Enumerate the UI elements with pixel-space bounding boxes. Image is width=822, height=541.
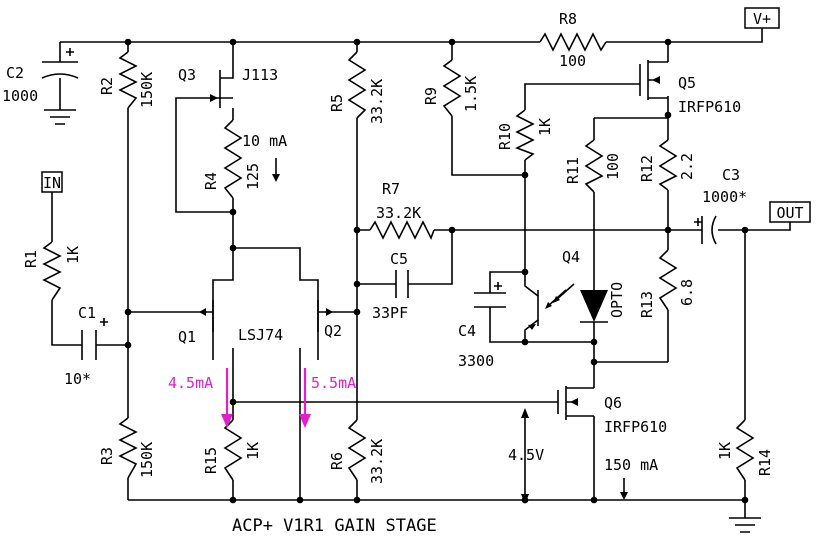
- capacitor-C3: [694, 215, 717, 245]
- current-arrow-q6: [620, 478, 628, 500]
- resistor-R13: [658, 249, 678, 311]
- current-arrow-q3: [272, 158, 280, 182]
- resistor-R15: [223, 412, 243, 481]
- label-R2-ref: R2: [98, 77, 116, 95]
- port-out-label: OUT: [776, 204, 803, 222]
- resistor-R12: [658, 139, 678, 191]
- label-q3-current: 10 mA: [242, 132, 287, 150]
- label-bias-voltage: 4.5V: [508, 446, 544, 464]
- port-out: OUT: [769, 201, 811, 223]
- jfet-Q3: [210, 70, 234, 108]
- label-C3-ref: C3: [722, 166, 740, 184]
- label-R14-ref: R14: [756, 449, 774, 476]
- label-R13-ref: R13: [638, 291, 656, 318]
- optocoupler-Q4: [528, 283, 608, 330]
- label-C5-ref: C5: [390, 250, 408, 268]
- label-C1-value: 10*: [64, 370, 91, 388]
- label-R10-ref: R10: [496, 123, 514, 150]
- label-Q6-part: IRFP610: [604, 418, 667, 436]
- label-R10-value: 1K: [536, 118, 554, 136]
- label-C2-ref: C2: [6, 64, 24, 82]
- jfet-Q2: [317, 300, 333, 360]
- port-in: IN: [41, 171, 63, 193]
- resistor-R9: [442, 59, 462, 117]
- label-R8-ref: R8: [559, 10, 577, 28]
- label-C4-value: 3300: [458, 352, 494, 370]
- label-R11-ref: R11: [564, 157, 582, 184]
- label-C2-value: 1000: [2, 87, 38, 105]
- port-vplus: V+: [744, 7, 780, 29]
- label-R11-value: 100: [604, 153, 622, 180]
- label-R12-ref: R12: [638, 155, 656, 182]
- label-R14-value: 1K: [716, 442, 734, 460]
- resistor-R1: [42, 241, 62, 301]
- label-R12-value: 2.2: [678, 153, 696, 180]
- port-vplus-label: V+: [753, 10, 771, 28]
- resistor-R6: [347, 419, 367, 481]
- label-R9-value: 1.5K: [462, 76, 480, 112]
- capacitor-C5: [395, 270, 409, 298]
- diagram-title: ACP+ V1R1 GAIN STAGE: [232, 516, 437, 536]
- current-arrow-q1: [221, 368, 233, 428]
- label-R2-value: 150K: [138, 72, 156, 108]
- label-Q3-part: J113: [242, 66, 278, 84]
- label-R4-value: 125: [244, 163, 262, 190]
- label-Q4-ref: Q4: [562, 248, 580, 266]
- resistor-R3: [118, 417, 138, 479]
- label-R9-ref: R9: [422, 87, 440, 105]
- label-Q3-ref: Q3: [178, 66, 196, 84]
- resistor-R4: [223, 119, 243, 199]
- label-R15-value: 1K: [244, 442, 262, 460]
- resistor-R11: [584, 139, 604, 193]
- label-C1-ref: C1: [78, 304, 96, 322]
- label-R7-value: 33.2K: [376, 204, 421, 222]
- label-Q5-part: IRFP610: [678, 98, 741, 116]
- label-q6-current: 150 mA: [604, 456, 658, 474]
- port-in-label: IN: [43, 174, 61, 192]
- label-R1-value: 1K: [64, 246, 82, 264]
- label-Q4-part: OPTO: [608, 282, 626, 318]
- mosfet-Q5: [639, 60, 668, 100]
- label-R3-ref: R3: [98, 447, 116, 465]
- junctions: [124, 38, 749, 504]
- capacitor-C2: [41, 48, 79, 79]
- capacitor-C1: [81, 318, 108, 360]
- resistor-R2: [118, 51, 138, 109]
- label-R5-value: 33.2K: [368, 79, 386, 124]
- label-Q6-ref: Q6: [604, 394, 622, 412]
- label-Q1-ref: Q1: [178, 328, 196, 346]
- label-R8-value: 100: [559, 52, 586, 70]
- resistor-R14: [735, 419, 755, 481]
- label-R6-ref: R6: [328, 452, 346, 470]
- label-Q2-ref: Q2: [324, 322, 342, 340]
- label-R7-ref: R7: [382, 180, 400, 198]
- jfet-Q1: [199, 300, 214, 360]
- voltage-arrow: [521, 408, 529, 504]
- resistor-R10: [515, 109, 535, 161]
- resistor-R7: [369, 220, 435, 240]
- ground-symbol: [44, 109, 761, 533]
- label-C4-ref: C4: [458, 322, 476, 340]
- label-q2-current: 5.5mA: [311, 374, 356, 392]
- label-R15-ref: R15: [202, 447, 220, 474]
- label-R1-ref: R1: [22, 250, 40, 268]
- resistor-R5: [347, 51, 367, 119]
- label-Q1Q2-part: LSJ74: [238, 326, 283, 344]
- label-R5-ref: R5: [328, 94, 346, 112]
- label-Q5-ref: Q5: [678, 74, 696, 92]
- label-C3-value: 1000*: [702, 188, 747, 206]
- label-R13-value: 6.8: [678, 279, 696, 306]
- label-R6-value: 33.2K: [368, 439, 386, 484]
- label-R4-ref: R4: [202, 172, 220, 190]
- label-C5-value: 33PF: [372, 304, 408, 322]
- label-R3-value: 150K: [138, 442, 156, 478]
- mosfet-Q6: [557, 382, 595, 430]
- capacitor-C4: [474, 282, 506, 308]
- label-q1-current: 4.5mA: [168, 374, 213, 392]
- current-arrow-q2: [299, 368, 311, 428]
